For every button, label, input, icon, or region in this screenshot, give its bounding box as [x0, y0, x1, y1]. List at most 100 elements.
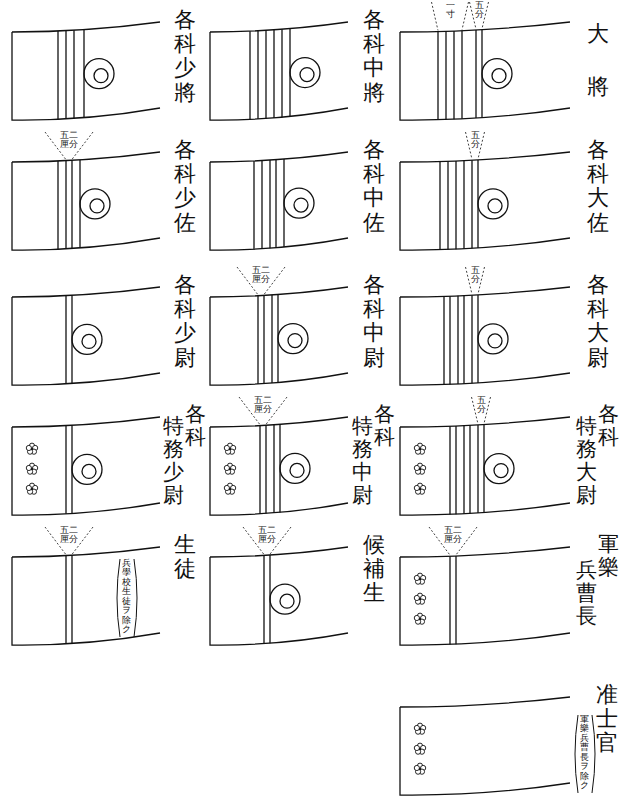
sleeve-insignia: 各科特務大尉 [400, 395, 624, 521]
sleeve-insignia: 軍樂兵曹長 [400, 525, 624, 651]
dimension-label: 五分 [475, 1, 484, 20]
stripe-loop [478, 324, 508, 354]
sleeve-stripe [71, 555, 72, 643]
sleeve-edge [12, 557, 160, 645]
sleeve-insignia: 各科特務中尉 [210, 395, 396, 521]
sleeve-edge [210, 22, 348, 32]
sleeve-edge [210, 32, 348, 120]
dimension-leader [45, 527, 93, 555]
sleeve-stripe [445, 31, 446, 119]
sleeve-edge [400, 287, 570, 297]
sleeve-stripe [469, 425, 470, 513]
sleeve-edge [400, 427, 570, 515]
sleeve-edge [12, 427, 160, 515]
cherry-blossom [224, 443, 235, 454]
cherry-blossom [414, 573, 425, 584]
stripe-loop [82, 464, 96, 478]
sleeve-stripe [475, 30, 476, 118]
dimension-leader [243, 527, 291, 554]
sleeve-edge [210, 297, 348, 385]
stripe-loop [278, 324, 308, 354]
sleeve-insignia: 准士官軍樂兵曹長ヲ除ク [400, 675, 624, 801]
stripe-loop [94, 69, 108, 83]
sleeve-stripe [463, 161, 464, 249]
sleeve-stripe [257, 31, 258, 119]
rank-label: 各科少佐 [174, 138, 196, 235]
sleeve-insignia: 生徒兵學校生徒ヲ除ク [12, 525, 206, 651]
rank-label: 各科 [598, 403, 619, 449]
cherry-blossom [224, 483, 235, 494]
sleeve-edge [12, 297, 160, 385]
sleeve-stripe [437, 32, 438, 120]
sleeve-stripe [65, 556, 66, 644]
rank-label: 特務大尉 [576, 415, 597, 507]
dimension-leader [470, 2, 489, 29]
sleeve-stripe [65, 161, 66, 249]
sleeve-stripe [65, 31, 66, 119]
sleeve-edge [210, 162, 348, 250]
sleeve-stripe [259, 426, 260, 514]
stripe-loop [290, 58, 320, 88]
sleeve-edge [400, 162, 570, 250]
sleeve-stripe [73, 30, 74, 118]
sleeve-edge [400, 152, 570, 162]
sleeve-edge [400, 297, 570, 385]
rank-label: 軍樂 [598, 533, 619, 579]
cherry-blossom [224, 463, 235, 474]
note-bracket [575, 715, 595, 793]
sleeve-stripe [455, 161, 456, 249]
cherry-blossom [26, 443, 37, 454]
dimension-label: 二分五厘 [60, 131, 78, 150]
sleeve-stripe [65, 426, 66, 514]
dimension-label: 二分五厘 [60, 526, 78, 545]
dimension-leader [237, 267, 285, 295]
dimension-label: 五分 [471, 131, 480, 150]
note-text: 兵學校生徒ヲ除ク [122, 559, 131, 635]
sleeve-stripe [463, 296, 464, 384]
sleeve-insignia: 各科特務少尉 [12, 395, 206, 521]
sleeve-stripe [269, 160, 270, 248]
sleeve-edge [210, 287, 348, 297]
sleeve-insignia: 候補生 [210, 525, 396, 651]
dimension-label: 一寸 [446, 1, 455, 20]
sleeve-edge [12, 287, 160, 297]
sleeve-edge [12, 22, 160, 32]
note-text: 軍樂兵曹長ヲ除ク [580, 715, 589, 791]
sleeve-stripe [271, 295, 272, 383]
sleeve-stripe [253, 161, 254, 249]
rank-label: 准士官 [596, 683, 618, 756]
dimension-label: 二分五厘 [444, 526, 462, 545]
sleeve-stripe [457, 296, 458, 384]
sleeve-stripe [263, 555, 264, 643]
cherry-blossom [414, 483, 425, 494]
sleeve-insignia: 各科中將 [210, 0, 396, 126]
rank-label: 各科 [374, 403, 395, 449]
cherry-blossom [414, 613, 425, 624]
sleeve-stripe [263, 295, 264, 383]
rank-label: 各科大尉 [587, 273, 609, 370]
rank-label: 大將 [587, 8, 609, 114]
stripe-loop [90, 199, 104, 213]
stripe-loop [270, 584, 300, 614]
stripe-loop [80, 189, 110, 219]
stripe-loop [494, 464, 508, 478]
sleeve-insignia: 各科少將 [12, 0, 206, 126]
sleeve-edge [400, 697, 570, 707]
rank-label: 候補生 [363, 533, 385, 606]
sleeve-stripe [265, 30, 266, 118]
sleeve-edge [210, 427, 348, 515]
stripe-loop [72, 324, 102, 354]
sleeve-stripe [453, 31, 454, 119]
sleeve-stripe [257, 296, 258, 384]
dimension-label: 二分五厘 [254, 396, 272, 415]
sleeve-edge [12, 152, 160, 162]
sleeve-insignia: 大將 [400, 0, 624, 126]
rank-label: 各科大佐 [587, 138, 609, 235]
cherry-blossom [414, 743, 425, 754]
sleeve-insignia: 各科大尉 [400, 265, 624, 391]
sleeve-edge [400, 32, 570, 120]
dimension-leader [429, 527, 477, 555]
sleeve-edge [400, 557, 570, 645]
dimension-label: 五分 [471, 266, 480, 285]
sleeve-stripe [443, 296, 444, 384]
